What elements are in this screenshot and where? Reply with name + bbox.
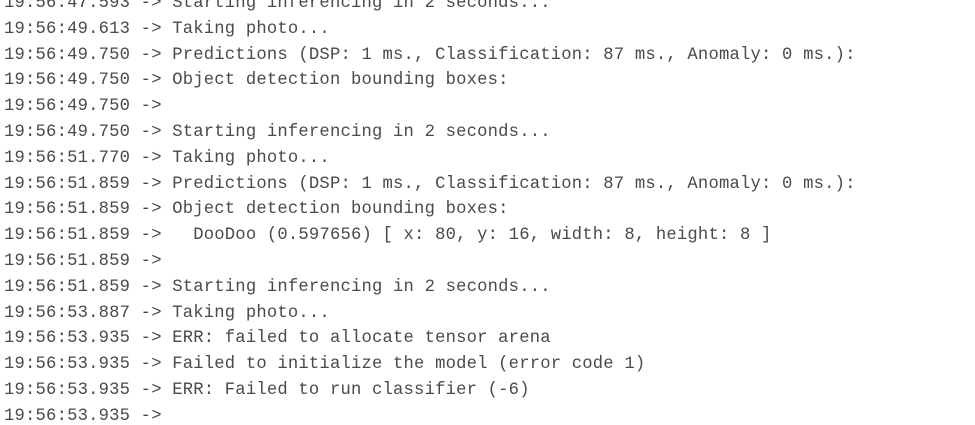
log-line: 19:56:49.750 -> [4, 97, 173, 117]
log-line: 19:56:53.935 -> ERR: Failed to run class… [4, 380, 530, 400]
log-line: 19:56:51.859 -> [4, 251, 173, 271]
log-line: 19:56:51.859 -> Predictions (DSP: 1 ms.,… [4, 174, 856, 194]
log-line: 19:56:49.750 -> Starting inferencing in … [4, 122, 551, 142]
log-line: 19:56:53.935 -> ERR: failed to allocate … [4, 329, 551, 349]
log-line: 19:56:53.887 -> Taking photo... [4, 303, 330, 323]
log-line: 19:56:53.935 -> Failed to initialize the… [4, 355, 646, 375]
log-line: 19:56:47.593 -> Starting inferencing in … [4, 0, 551, 13]
log-line: 19:56:49.750 -> Object detection boundin… [4, 71, 509, 91]
log-line: 19:56:51.859 -> DooDoo (0.597656) [ x: 8… [4, 226, 772, 246]
log-line: 19:56:53.935 -> [4, 406, 173, 425]
log-line: 19:56:51.859 -> Starting inferencing in … [4, 277, 551, 297]
log-line: 19:56:51.859 -> Object detection boundin… [4, 200, 509, 220]
log-line: 19:56:49.750 -> Predictions (DSP: 1 ms.,… [4, 45, 856, 65]
log-line: 19:56:51.770 -> Taking photo... [4, 148, 330, 168]
log-lines: 19:56:47.593 -> Starting inferencing in … [4, 0, 856, 425]
log-line: 19:56:49.613 -> Taking photo... [4, 19, 330, 39]
